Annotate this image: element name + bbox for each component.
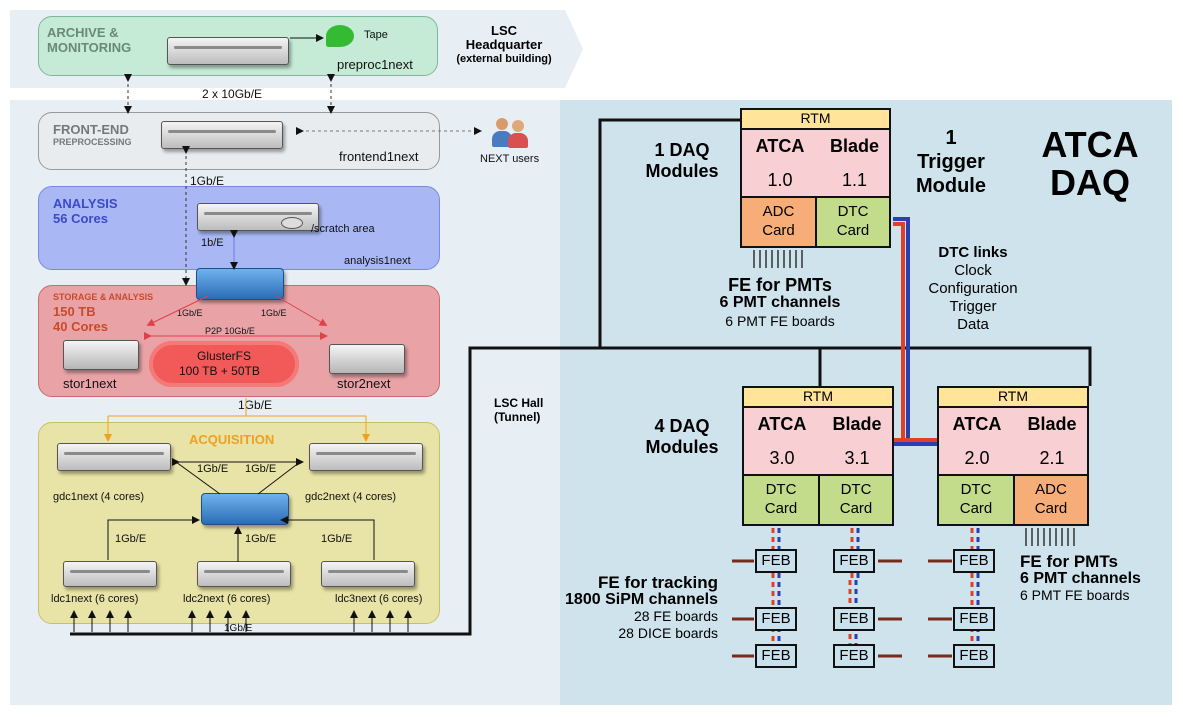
tape-label: Tape	[364, 29, 388, 41]
ldc1-link-label: 1Gb/E	[115, 533, 147, 545]
storage-link-left: 1Gb/E	[177, 308, 203, 318]
stor1-server-icon	[63, 340, 139, 370]
storage-cores: 40 Cores	[53, 319, 108, 334]
atca-2-num-a: 2.0	[964, 448, 990, 468]
feb-box: FEB	[953, 644, 995, 668]
ldc3-label: ldc3next (6 cores)	[335, 593, 423, 605]
atca-1-label: ATCA	[755, 136, 805, 156]
feb-box: FEB	[755, 549, 797, 573]
users-label: NEXT users	[480, 153, 540, 165]
storage-link-label: 1Gb/E	[238, 398, 273, 412]
atca-1-num-a: 1.0	[767, 170, 793, 190]
p2p-label: P2P 10Gb/E	[205, 326, 255, 336]
ldc1-server-icon	[63, 561, 157, 587]
storage-tb: 150 TB	[53, 304, 96, 319]
ldc2-server-icon	[197, 561, 291, 587]
feb-box: FEB	[833, 644, 875, 668]
feb-box: FEB	[755, 644, 797, 668]
feb-box: FEB	[833, 549, 875, 573]
analysis-switch-icon	[196, 268, 284, 300]
atca-2-label: ATCA	[952, 414, 1002, 434]
glusterfs-cloud	[149, 341, 299, 387]
analysis-server-label: analysis1next	[344, 255, 411, 267]
fe-pmt-top: FE for PMTs 6 PMT channels 6 PMT FE boar…	[719, 275, 841, 329]
frontend-label: frontend1next	[339, 149, 419, 164]
frontend-title: FRONT-END	[53, 122, 129, 137]
archive-panel: ARCHIVE &MONITORING Tape preproc1next	[38, 16, 438, 76]
atca-3-num-b: 3.1	[844, 448, 870, 468]
storage-panel: STORAGE & ANALYSIS 150 TB 40 Cores 1Gb/E…	[38, 285, 440, 397]
preproc-label: preproc1next	[337, 57, 413, 72]
acquisition-panel: ACQUISITION gdc1next (4 cores) gdc2next …	[38, 422, 440, 624]
ldc1-label: ldc1next (6 cores)	[51, 593, 139, 605]
storage-title: STORAGE & ANALYSIS	[53, 292, 154, 302]
blade-1-label: Blade	[829, 136, 880, 156]
frontend-server-icon	[161, 121, 283, 149]
hall-label: LSC Hall(Tunnel)	[494, 396, 544, 424]
storage-link-right: 1Gb/E	[261, 308, 287, 318]
atca-3-num-a: 3.0	[769, 448, 795, 468]
ldc3-server-icon	[321, 561, 415, 587]
gluster-line1: GlusterFS	[197, 349, 252, 363]
gdc2-link-label: 1Gb/E	[245, 463, 277, 475]
gdc1-server-icon	[57, 443, 171, 471]
feb-box: FEB	[833, 607, 875, 631]
blade-3-label: Blade	[832, 414, 882, 434]
link-10g-label: 2 x 10Gb/E	[202, 87, 263, 101]
atca-2-num-b: 2.1	[1039, 448, 1065, 468]
gdc1-link-label: 1Gb/E	[197, 463, 229, 475]
stor2-label: stor2next	[337, 376, 391, 391]
link-fe-label: 1Gb/E	[190, 174, 225, 188]
stor2-server-icon	[329, 344, 405, 374]
frontend-panel: FRONT-END PREPROCESSING frontend1next	[38, 112, 440, 170]
gdc2-label: gdc2next (4 cores)	[305, 491, 397, 503]
ldc2-label: ldc2next (6 cores)	[183, 593, 271, 605]
atca-3-label: ATCA	[757, 414, 807, 434]
header-arrow-tip	[565, 10, 583, 88]
gdc1-label: gdc1next (4 cores)	[53, 491, 145, 503]
acquisition-switch-icon	[201, 493, 289, 525]
analysis-link-label: 1b/E	[201, 237, 224, 249]
fe-tracking: FE for tracking 1800 SiPM channels 28 FE…	[565, 573, 718, 641]
blade-2-label: Blade	[1027, 414, 1077, 434]
tape-icon	[326, 25, 354, 47]
atca-1-num-b: 1.1	[841, 170, 868, 190]
disk-icon	[281, 217, 303, 229]
feb-box: FEB	[953, 607, 995, 631]
atca-1: ATCA Blade 1.0 1.1	[740, 128, 891, 198]
analysis-cores: 56 Cores	[53, 211, 108, 226]
gluster-line2: 100 TB + 50TB	[179, 364, 260, 378]
feb-box: FEB	[755, 607, 797, 631]
stor1-label: stor1next	[63, 376, 117, 391]
analysis-panel: ANALYSIS 56 Cores /scratch area 1b/E ana…	[38, 186, 440, 270]
atca-2: ATCA Blade 2.0 2.1	[937, 406, 1089, 476]
gdc2-server-icon	[309, 443, 423, 471]
users-icon	[492, 118, 530, 148]
ldc2-link-label: 1Gb/E	[245, 533, 277, 545]
analysis-title: ANALYSIS	[53, 196, 118, 211]
frontend-subtitle: PREPROCESSING	[53, 137, 132, 147]
preproc-server-icon	[167, 37, 289, 65]
feb-box: FEB	[953, 549, 995, 573]
archive-title: ARCHIVE &MONITORING	[47, 25, 132, 55]
bottom-link-label: 1Gb/E	[224, 623, 253, 634]
scratch-label: /scratch area	[311, 223, 375, 235]
fe-pmt-right: FE for PMTs 6 PMT channels 6 PMT FE boar…	[1020, 552, 1141, 603]
ldc3-link-label: 1Gb/E	[321, 533, 353, 545]
acquisition-title: ACQUISITION	[189, 432, 275, 447]
